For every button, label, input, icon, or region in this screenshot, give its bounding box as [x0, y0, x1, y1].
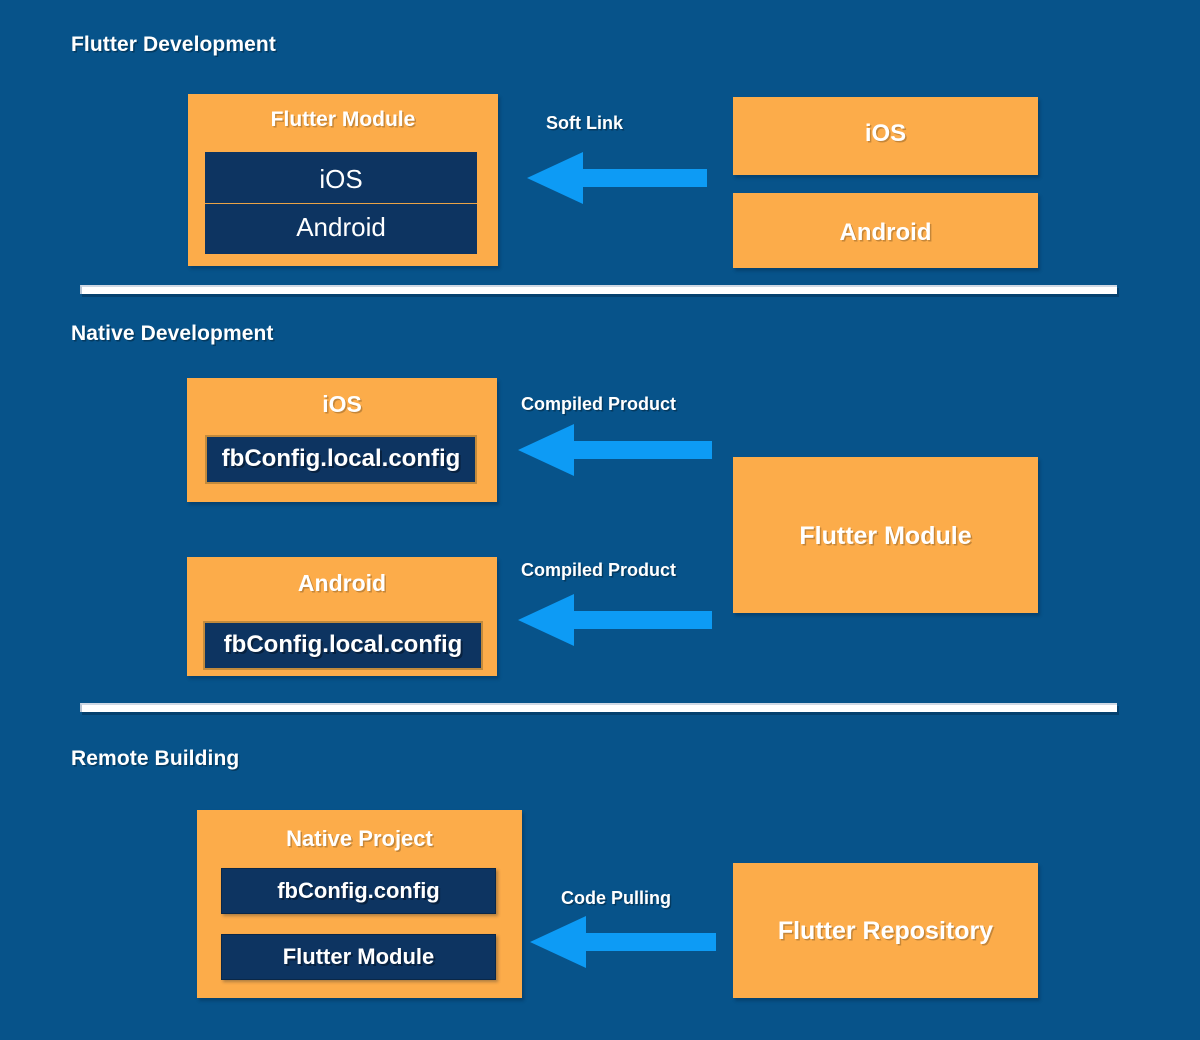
native-dev-ios-panel-title: iOS — [322, 391, 362, 417]
native-dev-android-config-label: fbConfig.local.config — [223, 631, 463, 658]
section-title-remote-building: Remote Building — [71, 747, 240, 770]
native-dev-ios-config-label: fbConfig.local.config — [221, 445, 461, 472]
native-dev-android-panel-title: Android — [297, 570, 387, 596]
native-ios-panel[interactable]: iOS — [733, 97, 1038, 175]
flutter-module-android-label: Android — [296, 212, 386, 242]
native-project-config-label: fbConfig.config — [277, 878, 440, 903]
native-project-flutter-module-label: Flutter Module — [282, 944, 435, 969]
native-project-config-box[interactable]: fbConfig.config — [221, 868, 496, 914]
section-title-flutter-development: Flutter Development — [71, 33, 276, 56]
code-pulling-arrow-label: Code Pulling — [561, 888, 671, 908]
flutter-module-panel-title: Flutter Module — [270, 108, 416, 131]
compiled-product-arrow-label-ios: Compiled Product — [521, 394, 677, 414]
native-dev-flutter-module-label: Flutter Module — [799, 522, 972, 550]
compiled-product-arrow-label-android: Compiled Product — [521, 560, 677, 580]
native-dev-ios-config-box[interactable]: fbConfig.local.config — [205, 435, 477, 484]
flutter-module-platform-stack[interactable]: iOS Android — [205, 152, 477, 254]
native-project-flutter-module-box[interactable]: Flutter Module — [221, 934, 496, 980]
native-ios-panel-label: iOS — [864, 120, 907, 147]
code-pulling-arrow — [530, 916, 716, 968]
native-android-panel-label: Android — [839, 219, 932, 246]
flutter-repository-panel-label: Flutter Repository — [777, 917, 994, 945]
soft-link-arrow-label: Soft Link — [546, 113, 623, 133]
flutter-repository-panel[interactable]: Flutter Repository — [733, 863, 1038, 998]
section-divider-1 — [80, 285, 1117, 294]
compiled-product-arrow-ios — [518, 424, 712, 476]
native-project-panel-title: Native Project — [286, 826, 433, 851]
flutter-module-stack-divider — [205, 203, 477, 204]
native-dev-android-config-box[interactable]: fbConfig.local.config — [203, 621, 483, 670]
native-dev-flutter-module-panel[interactable]: Flutter Module — [733, 457, 1038, 613]
section-divider-2 — [80, 703, 1117, 712]
compiled-product-arrow-android — [518, 594, 712, 646]
soft-link-arrow — [527, 152, 707, 204]
native-android-panel[interactable]: Android — [733, 193, 1038, 268]
section-title-native-development: Native Development — [71, 322, 274, 345]
flutter-module-ios-label: iOS — [319, 164, 363, 194]
